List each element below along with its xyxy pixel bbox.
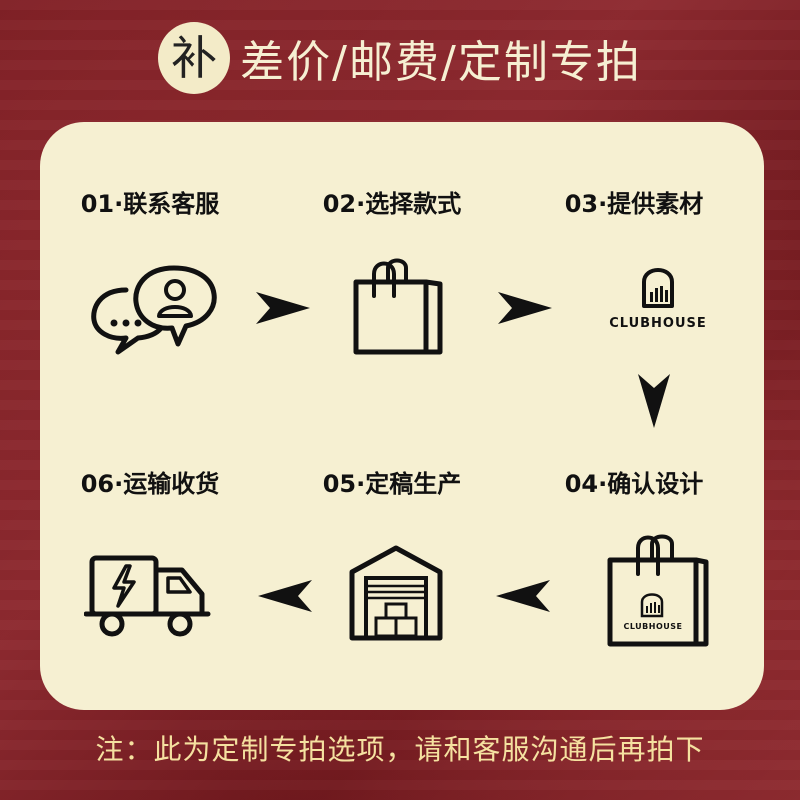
delivery-truck-icon [84, 555, 211, 637]
arrow-right-icon [498, 292, 552, 324]
arrow-right-icon [256, 292, 310, 324]
clubhouse-logo-text: CLUBHOUSE [609, 316, 707, 331]
shopping-bag-icon [353, 258, 443, 355]
footer-note: 注：此为定制专拍选项，请和客服沟通后再拍下 [95, 733, 705, 766]
step-03-label: 03·提供素材 [564, 190, 704, 218]
bag-logo-text: CLUBHOUSE [623, 622, 683, 631]
process-card: 01·联系客服 02·选择款式 03·提供素材 CLUBHOUSE [40, 122, 764, 710]
title-text: 差价/邮费/定制专拍 [240, 37, 642, 88]
bag-outline-icon [607, 534, 709, 647]
clubhouse-bag-icon: CLUBHOUSE [602, 532, 712, 648]
arrow-down-icon [638, 374, 670, 428]
arrow-left-icon [258, 580, 312, 612]
title-badge: 补 [158, 22, 231, 94]
page-title: 补 差价/邮费/定制专拍 [0, 18, 800, 98]
clubhouse-logo-icon: CLUBHOUSE [588, 262, 728, 342]
clubhouse-mark-icon [642, 268, 674, 308]
step-02-label: 02·选择款式 [322, 190, 462, 218]
arrow-left-icon [496, 580, 550, 612]
warehouse-icon [349, 545, 443, 641]
step-04-label: 04·确认设计 [564, 470, 704, 498]
chat-bubbles-icon [91, 265, 217, 355]
step-06-label: 06·运输收货 [80, 470, 220, 498]
step-01-label: 01·联系客服 [80, 190, 220, 218]
step-05-label: 05·定稿生产 [322, 470, 462, 498]
